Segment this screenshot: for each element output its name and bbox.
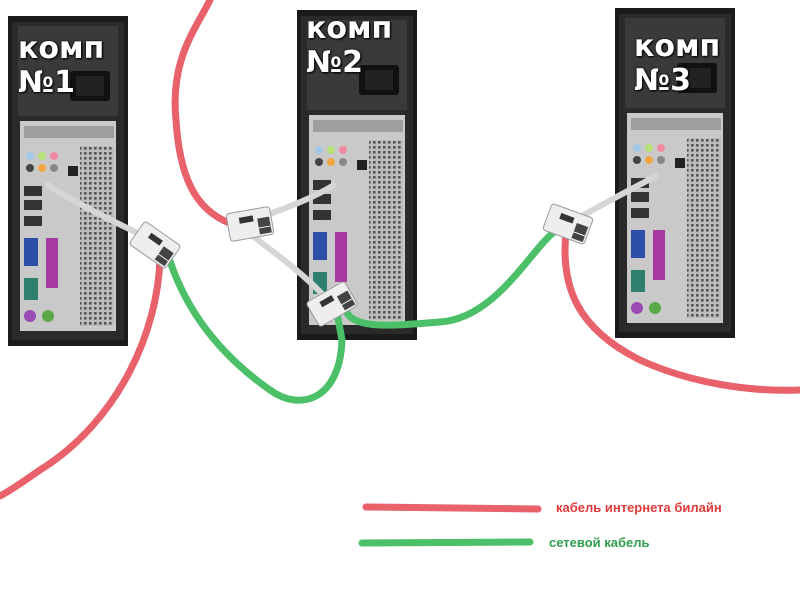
computer-3-label-line2: №3: [634, 63, 691, 98]
legend-internet-line: [362, 503, 542, 513]
internet-cable-2: [171, 0, 242, 230]
network-cable-2-3: [341, 224, 564, 329]
internet-cable-1: [0, 254, 164, 500]
computer-2-label-line2: №2: [306, 45, 363, 80]
legend-network-text: сетевой кабель: [549, 535, 650, 550]
network-cable-1-2: [164, 251, 346, 404]
internet-cable-3: [561, 228, 800, 394]
computer-1-label-line2: №1: [18, 65, 75, 100]
computer-3-label: комп №3: [634, 30, 720, 98]
computer-2-label: комп №2: [306, 12, 392, 80]
computer-3-label-line1: комп: [634, 29, 721, 64]
patch-cord-pc1: [45, 182, 151, 241]
patch-cord-pc2-b: [245, 229, 329, 301]
legend-network-line: [358, 538, 534, 547]
computer-2-label-line1: комп: [306, 11, 393, 46]
legend-internet-text: кабель интернета билайн: [556, 500, 722, 515]
computer-1-label: комп №1: [18, 32, 104, 100]
splitter-pc2-top: [225, 205, 275, 243]
computer-1-label-line1: комп: [18, 31, 105, 66]
